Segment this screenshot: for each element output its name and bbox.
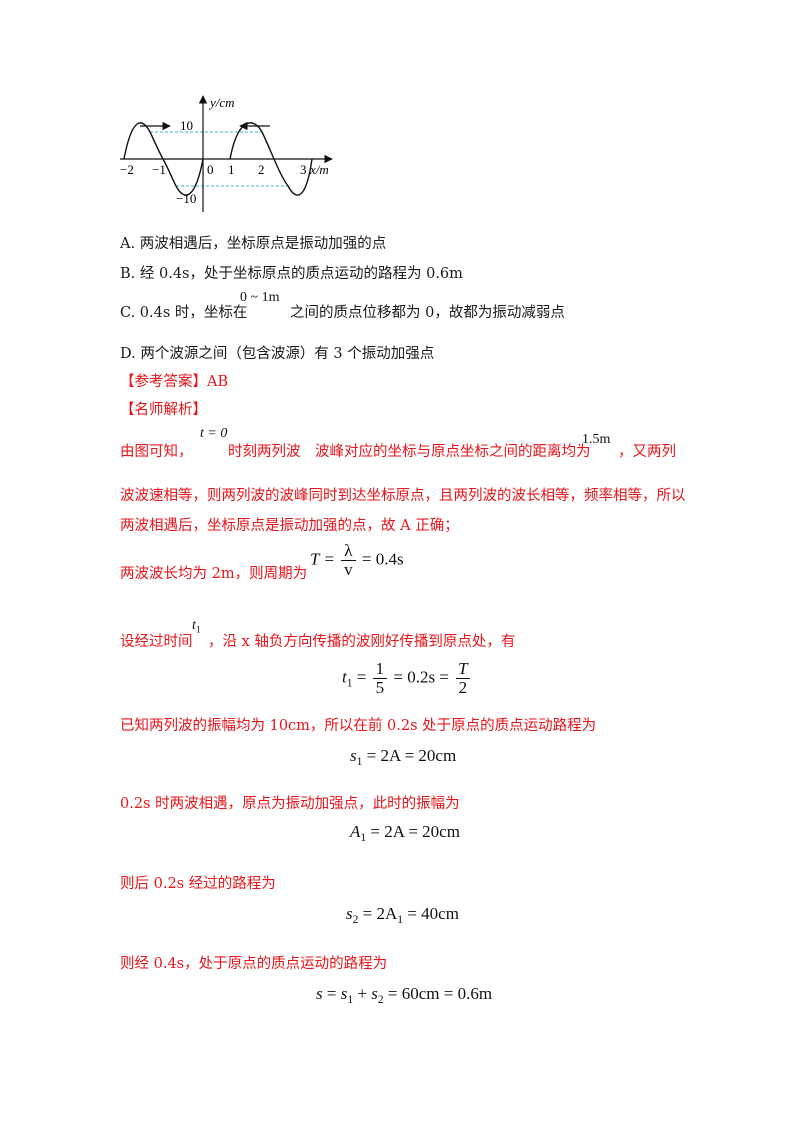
option-c-range: 0 ~ 1m [240, 290, 280, 305]
analysis-p3: 两波相遇后，坐标原点是振动加强的点，故 A 正确； [120, 518, 459, 534]
y-axis-label: y/cm [208, 95, 235, 110]
analysis-p8: 则后 0.2s 经过的路程为 [120, 876, 276, 892]
option-b: B. 经 0.4s，处于坐标原点的质点运动的路程为 0.6m [120, 266, 463, 282]
analysis-p1-time: t = 0 [200, 426, 228, 441]
option-a: A. 两波相遇后，坐标原点是振动加强的点 [120, 236, 387, 252]
analysis-p5-a: 设经过时间 [120, 634, 193, 650]
x-tick-label: 2 [258, 162, 265, 177]
x-tick-label: −1 [152, 162, 166, 177]
analysis-p1-b: 时刻两列波 波峰对应的坐标与原点坐标之间的距离均为 [228, 444, 591, 460]
x-tick-label: 3 [300, 162, 307, 177]
analysis-p1-distance: 1.5m [582, 432, 611, 447]
option-c-prefix: C. 0.4s 时，坐标在 [120, 305, 248, 321]
total-path-equation: s = s1 + s2 = 60cm = 0.6m [316, 984, 493, 1007]
analysis-p6: 已知两列波的振幅均为 10cm，所以在前 0.2s 处于原点的质点运动路程为 [120, 718, 597, 734]
t1-symbol: t1 [192, 618, 201, 636]
y-tick-pos: 10 [180, 118, 193, 133]
option-c-suffix: 之间的质点位移都为 0，故都为振动减弱点 [290, 305, 565, 321]
analysis-p7: 0.2s 时两波相遇，原点为振动加强点，此时的振幅为 [120, 796, 460, 812]
analysis-p1-c: ，又两列 [618, 444, 676, 460]
s1-equation: s1 = 2A = 20cm [350, 746, 457, 769]
analysis-p4: 两波波长均为 2m，则周期为 [120, 566, 308, 582]
s2-equation: s2 = 2A1 = 40cm [346, 904, 459, 927]
right-wave [229, 122, 313, 196]
x-tick-label: 0 [207, 162, 214, 177]
option-d: D. 两个波源之间（包含波源）有 3 个振动加强点 [120, 346, 435, 362]
analysis-p9: 则经 0.4s，处于原点的质点运动的路程为 [120, 956, 388, 972]
left-wave [123, 122, 204, 196]
analysis-p1-a: 由图可知， [120, 444, 193, 460]
wave-figure: y/cm 10 −10 −2 −1 0 1 2 3 x/m [120, 95, 333, 212]
x-tick-label: 1 [228, 162, 235, 177]
A1-equation: A1 = 2A = 20cm [350, 822, 460, 845]
analysis-p2: 波波速相等，则两列波的波峰同时到达坐标原点，且两列波的波长相等，频率相等，所以 [120, 488, 686, 504]
y-tick-neg: −10 [176, 191, 196, 206]
x-axis-label: x/m [309, 162, 329, 177]
x-tick-label: −2 [120, 162, 134, 177]
analysis-p5-b: ，沿 x 轴负方向传播的波刚好传播到原点处，有 [208, 634, 516, 650]
analysis-label: 【名师解析】 [120, 402, 207, 418]
answer-label: 【参考答案】AB [120, 374, 229, 390]
